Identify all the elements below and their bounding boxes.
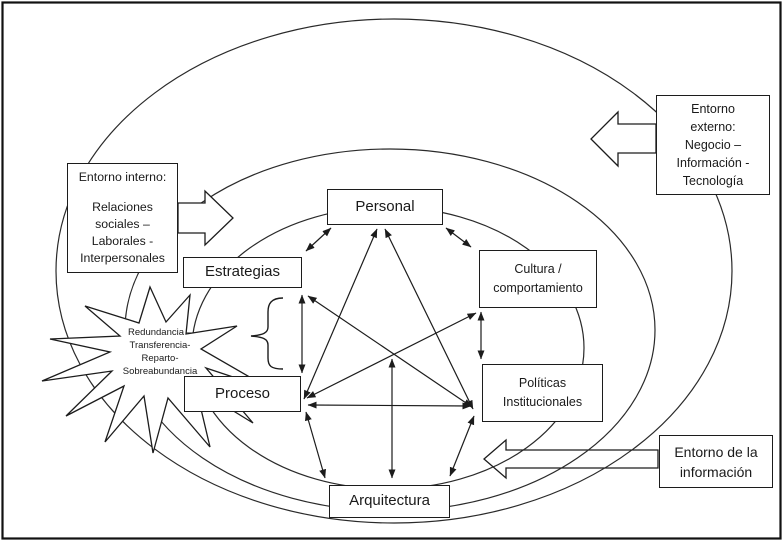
node-label-line: Políticas (518, 376, 567, 390)
starburst-line: Transferencia- (129, 340, 191, 351)
node-label: Personal (355, 197, 415, 215)
node-label-line: Institucionales (502, 395, 583, 409)
callout-line: Interpersonales (80, 251, 165, 266)
node-label: Estrategias (204, 263, 281, 281)
curly-brace (250, 297, 284, 370)
node-personal: Personal (327, 189, 443, 225)
callout-line: sociales – (95, 217, 150, 232)
callout-line: Entorno interno: (78, 169, 167, 184)
starburst-line: Redundancia – (128, 327, 192, 338)
node-arquitectura: Arquitectura (329, 485, 450, 518)
connector-proceso-arquitectura (305, 411, 326, 479)
callout-entorno-externo: Entorno externo: Negocio – Información -… (656, 95, 770, 195)
callout-entorno-interno: Entorno interno: Relaciones sociales – L… (67, 163, 178, 273)
node-cultura-comportamiento: Cultura / comportamiento (479, 250, 597, 308)
node-label-line: Cultura / (514, 262, 562, 276)
starburst-shape (41, 285, 273, 454)
node-estrategias: Estrategias (183, 257, 302, 288)
information-environment-arrow-icon (483, 438, 659, 480)
callout-entorno-informacion: Entorno de la información (659, 435, 773, 488)
starburst-text: Redundancia – Transferencia- Reparto- So… (100, 326, 220, 380)
callout-line: externo: (690, 120, 736, 134)
node-label-line: comportamiento (493, 281, 583, 295)
connector-politicas-arquitectura (449, 415, 475, 477)
callout-line: Laborales - (91, 234, 154, 249)
callout-line (68, 186, 177, 200)
node-politicas-institucionales: Políticas Institucionales (482, 364, 603, 422)
internal-environment-arrow-icon (177, 189, 234, 247)
starburst-line: Reparto- (141, 353, 179, 364)
callout-line: Entorno de la (674, 443, 758, 460)
callout-line: Entorno (691, 102, 735, 116)
callout-line: Información - (676, 156, 750, 170)
callout-line: Relaciones (92, 200, 153, 215)
connector-proceso-cultura (306, 312, 477, 399)
starburst-line: Sobreabundancia (122, 366, 198, 377)
callout-line: Negocio – (684, 138, 742, 152)
node-label: Proceso (214, 384, 271, 402)
node-label: Arquitectura (349, 492, 430, 510)
callout-line: Tecnología (682, 174, 744, 188)
callout-line: información (679, 463, 753, 480)
external-environment-arrow-icon (590, 110, 657, 168)
ellipse-outer (55, 18, 733, 524)
node-proceso: Proceso (184, 376, 301, 412)
